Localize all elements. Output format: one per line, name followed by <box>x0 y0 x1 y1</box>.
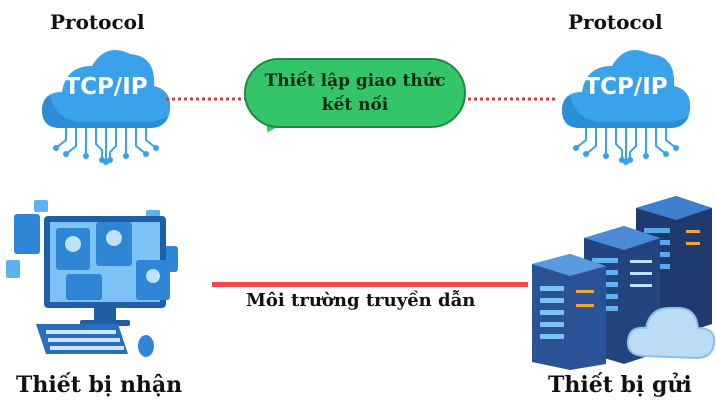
right-tcpip-badge: TCP/IP <box>584 74 668 100</box>
receiver-device-label: Thiết bị nhận <box>16 372 183 398</box>
transmission-medium-line <box>212 282 528 287</box>
handshake-speech-bubble: Thiết lập giao thức kết nối <box>244 58 466 128</box>
left-protocol-heading: Protocol <box>50 10 145 34</box>
left-dotted-connector <box>166 97 246 101</box>
bubble-line-1: Thiết lập giao thức <box>264 71 446 91</box>
sender-server-icon <box>532 196 716 370</box>
bubble-line-2: kết nối <box>321 95 389 115</box>
transmission-medium-label: Môi trường truyền dẫn <box>246 290 476 311</box>
right-protocol-heading: Protocol <box>568 10 663 34</box>
left-tcpip-badge: TCP/IP <box>64 74 148 100</box>
left-tcpip-cloud-icon <box>42 50 171 165</box>
receiver-computer-icon <box>6 200 178 357</box>
right-dotted-connector <box>468 97 558 101</box>
sender-device-label: Thiết bị gửi <box>548 372 692 398</box>
right-tcpip-cloud-icon <box>562 50 691 165</box>
